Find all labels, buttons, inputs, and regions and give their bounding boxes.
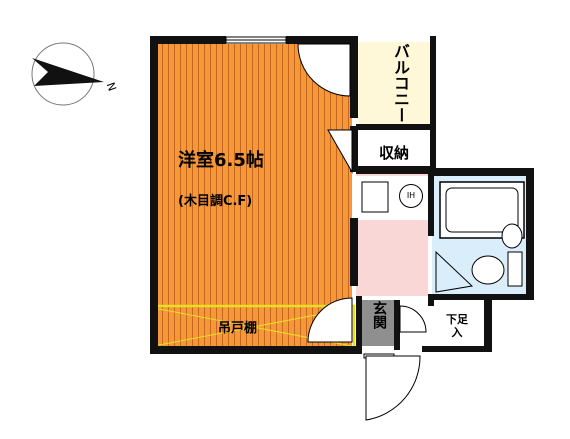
shoe-box-label: 下足入 [446,313,468,339]
window-top [225,36,287,44]
main-room-note: (木目調C.F) [178,194,253,209]
entrance-label: 玄関 [371,301,387,329]
walls [150,36,534,354]
sink [361,181,389,213]
balcony-label: バルコニー [391,43,410,123]
ih-stove-icon: IH [399,184,423,208]
toilet-tank [507,251,523,287]
sink-basin [501,223,523,249]
bath-door-swing [435,250,474,293]
main-room-label: 洋室6.5帖 [178,150,264,171]
svg-text:N: N [104,81,119,93]
toilet [471,255,505,285]
storage-area [356,130,432,168]
balcony-area [358,42,430,124]
shoe-box-area [428,306,486,348]
hanging-shelf-label: 吊戸棚 [218,321,258,336]
entrance-floor [362,300,394,346]
doors [297,43,427,421]
bathtub-inner [445,187,519,233]
storage-label: 収納 [378,144,409,162]
north-arrow-icon: N [31,42,119,106]
main-room-floor [158,44,352,346]
